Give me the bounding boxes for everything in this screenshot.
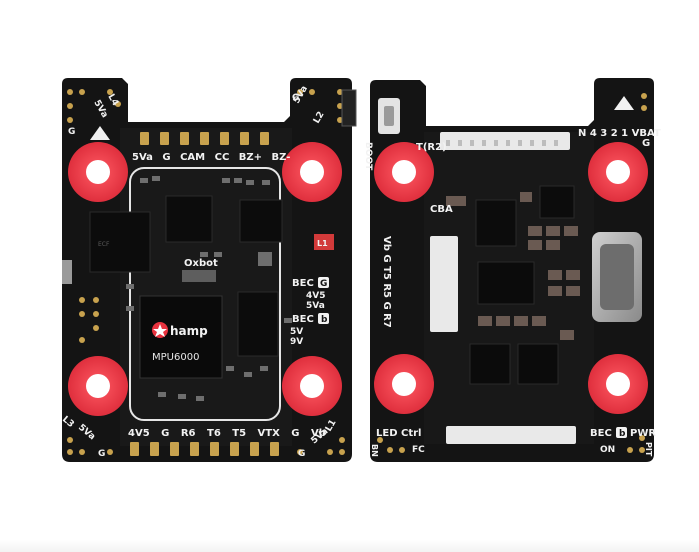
fc-top-pin-bz-plus: BZ+ bbox=[239, 152, 262, 163]
esc-label-motors: N 4 3 2 1 VBAT bbox=[578, 128, 661, 139]
fc-top-pin-5va: 5Va bbox=[132, 152, 153, 163]
esc-passives bbox=[446, 192, 580, 340]
fc-led-marker-box bbox=[314, 234, 334, 250]
fc-side-connector-right bbox=[341, 89, 357, 127]
esc-label-boot: BOOT bbox=[363, 142, 373, 171]
fc-bottom-pin-4v5: 4V5 bbox=[128, 428, 150, 439]
esc-board: T(R2) BOOT N 4 3 2 1 VBAT G CBA Vb G T5 … bbox=[363, 78, 661, 462]
fc-corner-bl-g: G bbox=[98, 449, 105, 459]
fc-top-pad-row bbox=[140, 132, 269, 145]
fc-top-pin-bz-minus: BZ- bbox=[272, 152, 291, 163]
esc-usb-port-inner bbox=[600, 244, 634, 310]
fc-bottom-pin-vtx: VTX bbox=[258, 428, 281, 439]
fc-bec-b-badge: b bbox=[321, 315, 328, 325]
fc-bec-g-badge: G bbox=[320, 279, 327, 289]
fc-module-logo: ECF bbox=[98, 241, 110, 248]
fc-mount-pad-bottom-right bbox=[282, 356, 342, 416]
esc-side-connector bbox=[430, 236, 458, 332]
esc-mosfet-1 bbox=[539, 185, 575, 219]
fc-orientation-arrow bbox=[90, 126, 110, 140]
esc-label-pwr: PWR bbox=[630, 428, 656, 439]
fc-crystal bbox=[182, 270, 216, 282]
esc-mosfet-2 bbox=[469, 343, 511, 385]
fc-mcu-chip bbox=[89, 211, 151, 273]
esc-label-g: G bbox=[642, 138, 650, 149]
fc-led-marker-label: L1 bbox=[317, 239, 328, 248]
fc-silk-frame bbox=[129, 167, 281, 421]
fc-brand-star-glyph-icon bbox=[153, 324, 167, 337]
fc-mount-pad-top-right bbox=[282, 142, 342, 202]
fc-side-connector-left bbox=[62, 260, 72, 284]
svg-text:5Va G CAM CC: 5Va G CAM CC BZ+ BZ- bbox=[132, 152, 290, 163]
fc-bec-g-4v5: 4V5 bbox=[306, 291, 326, 301]
esc-bec-badge-bg bbox=[616, 427, 627, 438]
esc-label-led-ctrl: LED Ctrl bbox=[376, 428, 421, 439]
page-bottom-edge bbox=[0, 540, 699, 552]
esc-label-bn: BN bbox=[370, 444, 379, 457]
fc-bottom-pin-g: G bbox=[161, 428, 169, 439]
fc-mount-pad-top-left bbox=[68, 142, 128, 202]
fc-bottom-pin-g2: G bbox=[291, 428, 299, 439]
fc-bec-b-label: BEC bbox=[292, 314, 314, 325]
fc-corner-tr-g: G bbox=[292, 93, 299, 103]
fc-bec-g-label: BEC bbox=[292, 278, 314, 289]
fc-top-pin-g: G bbox=[162, 152, 170, 163]
fc-imu-chip bbox=[139, 295, 223, 379]
esc-mount-pad-top-right bbox=[588, 142, 648, 202]
esc-mosfet-3 bbox=[517, 343, 559, 385]
fc-bec-g-5va: 5Va bbox=[306, 301, 325, 311]
fc-bec-b-9v: 9V bbox=[290, 337, 303, 347]
fc-bottom-pin-r6: R6 bbox=[181, 428, 196, 439]
svg-text:4V5 G R6 T6: 4V5 G R6 T6 T5 VTX G Vb bbox=[128, 428, 326, 439]
esc-label-pit: PIT bbox=[644, 442, 653, 457]
fc-maker-label: Oxbot bbox=[184, 258, 218, 269]
esc-top-connector-pins bbox=[446, 140, 558, 146]
fc-corner-l4-g: G bbox=[68, 127, 75, 137]
fc-bec-g-badge-bg bbox=[318, 277, 329, 288]
fc-mount-pad-bottom-left bbox=[68, 356, 128, 416]
fc-bottom-pin-vb: Vb bbox=[311, 428, 326, 439]
esc-label-bec: BEC bbox=[590, 428, 612, 439]
esc-mount-pad-top-left bbox=[374, 142, 434, 202]
esc-bec-badge: b bbox=[619, 429, 626, 439]
esc-label-t-r2: T(R2) bbox=[416, 142, 447, 153]
esc-orientation-arrow bbox=[614, 96, 634, 110]
fc-bec-b-5v: 5V bbox=[290, 327, 303, 337]
esc-mount-pad-bottom-right bbox=[588, 354, 648, 414]
esc-driver-chip bbox=[477, 261, 535, 305]
esc-label-fc: FC bbox=[412, 445, 425, 455]
fc-baro-chip bbox=[237, 291, 279, 357]
fc-top-pin-cc: CC bbox=[215, 152, 230, 163]
fc-imu-label: MPU6000 bbox=[152, 352, 199, 363]
fc-edge-pads bbox=[67, 89, 345, 455]
fc-top-pin-cam: CAM bbox=[180, 152, 205, 163]
esc-label-cba: CBA bbox=[430, 204, 453, 215]
esc-edge-pads bbox=[377, 93, 647, 453]
esc-mount-pad-bottom-left bbox=[374, 354, 434, 414]
flight-controller-board: 5Va G CAM CC BZ+ BZ- 4V5 G R6 T6 T5 VTX … bbox=[60, 78, 357, 462]
fc-bottom-pin-t6: T6 bbox=[207, 428, 221, 439]
esc-boot-button-knob bbox=[384, 106, 394, 126]
fc-flash-chip bbox=[165, 195, 213, 243]
esc-bottom-connector bbox=[446, 426, 576, 444]
esc-label-side-pins: Vb G T5 R5 G R7 bbox=[381, 236, 392, 328]
fc-corner-br-g: G bbox=[298, 449, 305, 459]
fc-bottom-pad-row bbox=[130, 442, 279, 456]
fc-passives bbox=[126, 176, 292, 401]
fc-brand-text: hamp bbox=[170, 324, 208, 338]
esc-mcu-chip bbox=[475, 199, 517, 247]
fc-bottom-pin-t5: T5 bbox=[232, 428, 246, 439]
fc-osd-chip bbox=[239, 199, 283, 243]
esc-label-on: ON bbox=[600, 445, 615, 455]
fc-bec-b-badge-bg bbox=[318, 313, 329, 324]
